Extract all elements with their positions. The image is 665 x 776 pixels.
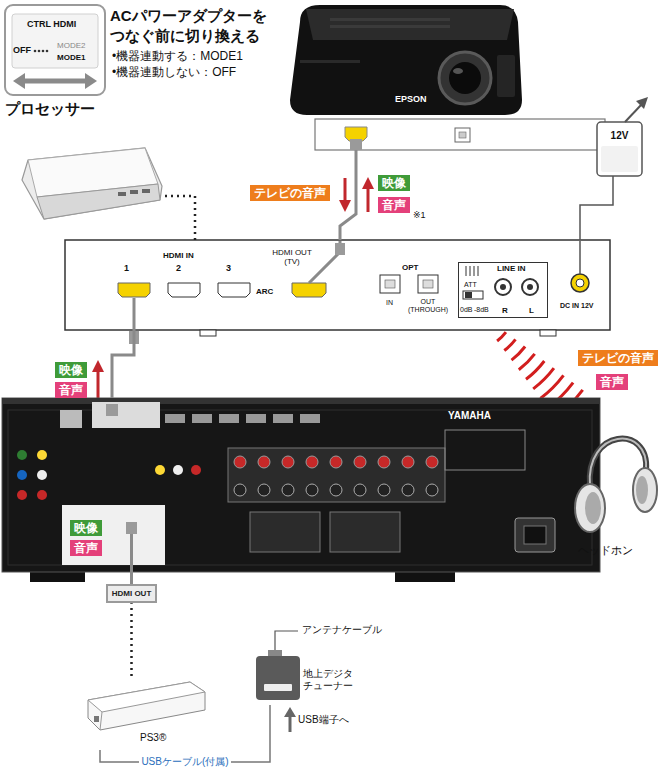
signal-tag: 音声 [55, 382, 87, 398]
plug-label: HDMI OUT [112, 589, 152, 598]
node-text: -8dB [474, 306, 489, 314]
signal-tag-text: 映像 [59, 362, 83, 378]
node-text: 2 [176, 263, 181, 273]
cable-line [580, 176, 613, 240]
node-text: HDMI OUT (TV) [270, 248, 314, 266]
hdmi-out-plug: HDMI OUT [106, 584, 158, 603]
node-text: OFF [13, 45, 31, 55]
node-text: IN [386, 299, 393, 307]
node-text: MODE2 [57, 41, 85, 50]
node-text: L [529, 306, 534, 315]
processor-unit: プロセッサー [5, 100, 165, 222]
note-label: ※1 [413, 210, 426, 220]
power-adapter: 12V [597, 122, 642, 176]
signal-tag-text: テレビの音声 [254, 185, 326, 201]
signal-tag: 映像 [378, 175, 410, 191]
node-text: LINE IN [497, 264, 525, 273]
signal-tag-text: 音声 [74, 540, 98, 556]
node-text: MODE1 [57, 53, 85, 62]
cable-line [165, 196, 195, 240]
adapter-art [597, 97, 648, 176]
note-label: ACパワーアダプターを つなぐ前に切り換える [110, 6, 272, 45]
switch-box: CTRL HDMI OFF MODE2MODE1 [5, 5, 105, 95]
switch-art [5, 5, 105, 95]
node-text: 12V [597, 130, 642, 142]
signal-tag: 映像 [70, 520, 102, 536]
signal-tag: テレビの音声 [578, 350, 658, 366]
node-text: YAMAHA [448, 410, 491, 422]
processor-art [22, 148, 162, 219]
signal-tag: 音声 [378, 197, 410, 213]
signal-tag-text: 音声 [59, 382, 83, 398]
cable-line [340, 150, 356, 240]
processor-back-panel: 1 HDMI IN 2 3 HDMI OUT (TV) ARC OPT IN OUT (THRO… [65, 240, 610, 330]
node-text: R [502, 306, 508, 315]
cable-label: USBケーブル(付属) [139, 756, 230, 768]
projector-art [290, 5, 605, 150]
node-text: 0dB [460, 306, 472, 314]
av-receiver: YAMAHA 映像音声 [2, 398, 600, 572]
signal-tag-text: 映像 [74, 520, 98, 536]
ps3-console: PS3® [80, 676, 210, 750]
processor-panel-art [65, 240, 610, 344]
note-label: •機器連動しない：OFF [112, 66, 236, 80]
node-text: プロセッサー [5, 100, 95, 117]
signal-tag-text: 音声 [382, 197, 406, 213]
signal-tag-text: テレビの音声 [582, 350, 654, 366]
line-in-box: LINE IN ATT 0dB-8dB R L [458, 262, 548, 318]
node-text: PS3® [140, 732, 166, 744]
node-text: 3 [226, 263, 231, 273]
receiver-art [2, 398, 600, 582]
note-label: •機器連動する：MODE1 [112, 50, 243, 64]
node-text: OPT [402, 263, 418, 272]
node-text: 地上デジタ チューナー [303, 668, 359, 691]
signal-tag-text: 映像 [382, 175, 406, 191]
tuner-art [256, 631, 300, 732]
signal-tag: 音声 [596, 374, 628, 390]
ps3-art [88, 682, 205, 730]
node-text: 1 [124, 263, 129, 273]
cable-line [130, 572, 133, 584]
cable-line [130, 603, 133, 676]
tuner: 地上デジタ チューナー [255, 650, 360, 705]
signal-tag-text: 音声 [600, 374, 624, 390]
signal-tag: 映像 [55, 362, 87, 378]
signal-tag: テレビの音声 [250, 185, 330, 201]
headphones-art [575, 439, 657, 532]
note-label: アンテナケーブル [302, 624, 382, 636]
projector: EPSON [285, 0, 605, 150]
cable-line [100, 705, 270, 762]
note-label: USB端子へ [298, 714, 349, 726]
signal-tag: 音声 [70, 540, 102, 556]
node-text: DC IN 12V [560, 302, 593, 310]
node-text: EPSON [395, 94, 427, 104]
headphones: ヘッドホン [570, 432, 662, 562]
node-text: CTRL HDMI [27, 19, 76, 29]
cable-line [112, 330, 134, 398]
node-text: ATT [464, 281, 477, 289]
node-text: ARC [256, 287, 273, 296]
node-text: HDMI IN [163, 251, 194, 260]
node-text: OUT (THROUGH) [403, 298, 453, 314]
node-text: ヘッドホン [578, 544, 633, 557]
